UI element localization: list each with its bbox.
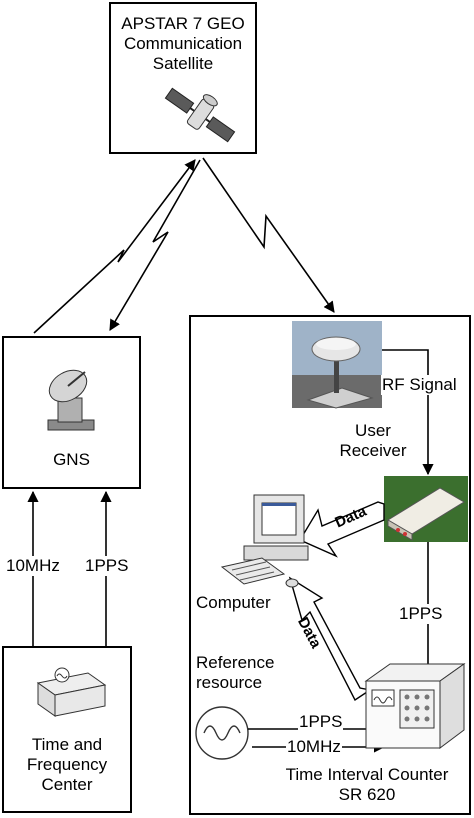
time-center-label-line2: Frequency — [26, 755, 108, 774]
ten-mhz-label: 10MHz — [5, 556, 61, 576]
rf-signal-label: RF Signal — [381, 375, 458, 395]
satellite-box — [109, 2, 257, 154]
satellite-label: APSTAR 7 GEO Communication Satellite — [110, 14, 256, 74]
downlink-satellite-to-gns — [109, 159, 201, 331]
ref-pps-label: 1PPS — [298, 712, 344, 732]
ref-10mhz-label: 10MHz — [286, 737, 342, 757]
uplink-gns-to-satellite — [33, 159, 196, 334]
time-center-label: Time and Frequency Center — [3, 735, 131, 795]
data-arrow-counter-to-computer — [288, 576, 372, 702]
counter-label-line2: SR 620 — [338, 785, 396, 804]
satellite-label-line3: Satellite — [152, 54, 214, 73]
satellite-icon — [164, 87, 236, 143]
atomic-clock-icon — [36, 667, 107, 717]
pps-down-label: 1PPS — [398, 604, 444, 624]
satellite-label-line2: Communication — [123, 34, 243, 53]
satellite-label-line1: APSTAR 7 GEO — [121, 14, 245, 33]
user-receiver-label-line1: User — [355, 421, 391, 440]
reference-resource-line2: resource — [196, 673, 263, 692]
user-receiver-label-line2: Receiver — [339, 441, 407, 460]
antenna-dish-icon — [47, 369, 95, 431]
time-center-label-line3: Center — [41, 775, 93, 794]
reference-resource-line1: Reference — [196, 653, 275, 672]
counter-label: Time Interval Counter SR 620 — [262, 765, 472, 805]
reference-resource-label: Reference resource — [196, 653, 274, 693]
time-center-label-line1: Time and — [31, 735, 103, 754]
gns-label: GNS — [53, 450, 90, 469]
computer-label: Computer — [196, 593, 271, 612]
downlink-satellite-to-user — [202, 157, 335, 313]
computer-icon — [220, 494, 309, 588]
counter-label-line1: Time Interval Counter — [285, 765, 449, 784]
one-pps-label: 1PPS — [84, 556, 130, 576]
rf-signal-arrow — [382, 349, 434, 476]
user-receiver-label: User Receiver — [330, 421, 416, 461]
time-interval-counter-icon — [364, 663, 466, 749]
reference-sine-source-icon — [195, 706, 249, 760]
receiver-unit-photo — [384, 476, 468, 542]
receiver-antenna-photo — [292, 321, 382, 409]
